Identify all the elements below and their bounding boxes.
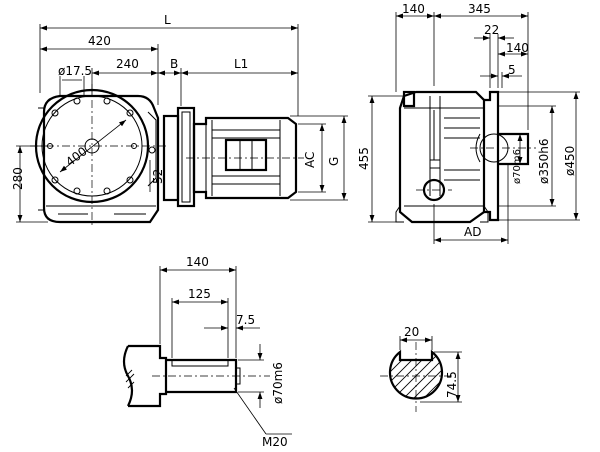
dim-shaft-dia: ø70m6 — [271, 362, 285, 404]
dim-flange-dia: ø450 — [563, 146, 577, 176]
dim-side-140b: 140 — [506, 41, 529, 55]
dim-240: 240 — [116, 57, 139, 71]
dim-pilot-dia: ø350h6 — [537, 139, 551, 185]
dim-7-5: 7.5 — [236, 313, 255, 327]
front-view: L 420 240 B L1 ø17.5 400 52 280 AC — [11, 13, 348, 226]
side-view: 140 345 22 140 5 455 AD ø70m6 — [357, 2, 580, 244]
output-shaft — [498, 132, 530, 166]
shaft-body-stub — [128, 344, 168, 408]
coupling-adapter — [162, 114, 180, 202]
dim-hole-dia: ø17.5 — [58, 64, 92, 78]
section-view: 20 74.5 — [380, 325, 462, 412]
dim-L1: L1 — [234, 57, 248, 71]
dim-AC: AC — [303, 152, 317, 168]
gearbox-housing — [42, 94, 160, 224]
motor-body — [192, 116, 298, 200]
dim-key-20: 20 — [404, 325, 419, 339]
dim-side-140: 140 — [402, 2, 425, 16]
dim-side-shaft-dia: ø70m6 — [512, 149, 523, 184]
dim-455: 455 — [357, 147, 371, 170]
dim-side-22: 22 — [484, 23, 499, 37]
dim-AD: AD — [464, 225, 481, 239]
shaft-detail-view: 140 125 7.5 ø70m6 M20 — [122, 255, 292, 449]
dim-G: G — [327, 157, 341, 166]
dim-side-5: 5 — [508, 63, 516, 77]
dim-52: 52 — [151, 169, 165, 184]
dim-280: 280 — [11, 167, 25, 190]
side-housing — [398, 90, 486, 224]
dim-74-5: 74.5 — [445, 371, 459, 398]
output-flange — [484, 90, 500, 222]
dim-B: B — [170, 57, 178, 71]
dim-L: L — [164, 13, 171, 27]
label-M20: M20 — [262, 435, 288, 449]
terminal-box — [224, 138, 268, 172]
dim-420: 420 — [88, 34, 111, 48]
dim-key-125: 125 — [188, 287, 211, 301]
dim-side-345: 345 — [468, 2, 491, 16]
dim-shaft-140: 140 — [186, 255, 209, 269]
